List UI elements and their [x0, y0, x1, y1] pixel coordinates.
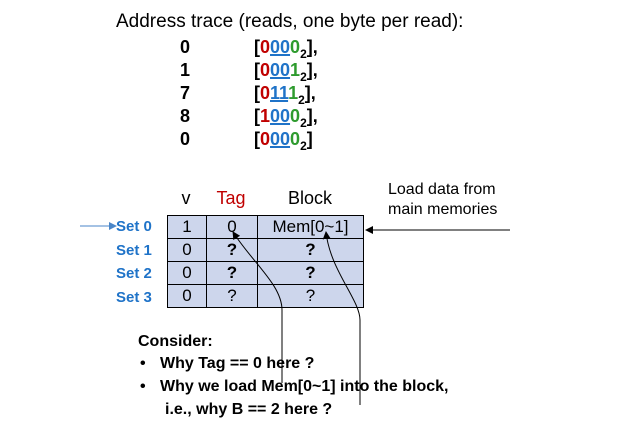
- trace-bits: [00002]: [254, 129, 313, 153]
- tag-bit: 0: [260, 60, 271, 80]
- bullet-dot: •: [140, 378, 146, 395]
- bracket-open: [: [254, 129, 260, 149]
- tag-question-arrow: [232, 231, 283, 383]
- trace-address: 1: [180, 60, 191, 80]
- consider-bullet-2: Why we load Mem[0~1] into the block,: [160, 378, 449, 395]
- header-tag: Tag: [216, 188, 246, 208]
- bracket-close: ]: [306, 129, 313, 149]
- block-cell: Mem[0~1]: [257, 215, 364, 239]
- set-bits: 11: [270, 83, 289, 103]
- set-bits: 00: [270, 106, 291, 126]
- valid-cell: 0: [167, 261, 207, 285]
- bracket-close: ],: [304, 83, 316, 103]
- set-label-0: Set 0: [116, 218, 152, 235]
- tag-cell: ?: [206, 284, 258, 308]
- consider-bullet-1: Why Tag == 0 here ?: [160, 355, 315, 372]
- trace-address: 7: [180, 83, 191, 103]
- consider-continuation: i.e., why B == 2 here ?: [165, 401, 333, 418]
- tag-bit: 1: [260, 106, 271, 126]
- offset-bit: 1: [290, 60, 301, 80]
- base-subscript: 2: [300, 116, 307, 130]
- block-cell: ?: [257, 238, 364, 262]
- bracket-open: [: [254, 83, 260, 103]
- bracket-open: [: [254, 37, 260, 57]
- trace-address: 0: [180, 37, 191, 57]
- consider-heading: Consider:: [138, 333, 213, 350]
- cache-row: 0 ? ?: [167, 238, 364, 262]
- tag-bit: 0: [260, 37, 271, 57]
- block-question-arrow: [322, 231, 361, 405]
- valid-cell: 0: [167, 284, 207, 308]
- offset-bit: 0: [290, 129, 301, 149]
- trace-title: Address trace (reads, one byte per read)…: [116, 11, 464, 32]
- trace-address: 0: [180, 129, 191, 149]
- set-bits: 00: [270, 60, 291, 80]
- set-label-1: Set 1: [116, 242, 152, 259]
- bracket-close: ],: [306, 60, 318, 80]
- valid-cell: 1: [167, 215, 207, 239]
- tag-cell: ?: [206, 238, 258, 262]
- tag-bit: 0: [260, 129, 271, 149]
- bracket-open: [: [254, 60, 260, 80]
- header-valid: v: [181, 188, 191, 208]
- offset-bit: 1: [288, 83, 299, 103]
- tag-bit: 0: [260, 83, 271, 103]
- base-subscript: 2: [298, 93, 305, 107]
- load-note: Load data from main memories: [388, 180, 518, 220]
- trace-bits: [00012],: [254, 60, 318, 84]
- set-label-3: Set 3: [116, 289, 152, 306]
- set-bits: 00: [270, 37, 291, 57]
- base-subscript: 2: [300, 47, 307, 61]
- set-label-2: Set 2: [116, 265, 152, 282]
- trace-address: 8: [180, 106, 191, 126]
- bullet-dot: •: [140, 355, 146, 372]
- trace-bits: [10002],: [254, 106, 318, 130]
- offset-bit: 0: [290, 37, 301, 57]
- base-subscript: 2: [300, 139, 307, 153]
- trace-bits: [01112],: [254, 83, 316, 107]
- bracket-open: [: [254, 106, 260, 126]
- bracket-close: ],: [306, 37, 318, 57]
- offset-bit: 0: [290, 106, 301, 126]
- base-subscript: 2: [300, 70, 307, 84]
- load-note-line: main memories: [388, 201, 498, 218]
- set-bits: 00: [270, 129, 291, 149]
- header-block: Block: [287, 188, 332, 208]
- bracket-close: ],: [306, 106, 318, 126]
- load-note-line: Load data from: [388, 181, 496, 198]
- block-cell: ?: [257, 261, 364, 285]
- trace-bits: [00002],: [254, 37, 318, 61]
